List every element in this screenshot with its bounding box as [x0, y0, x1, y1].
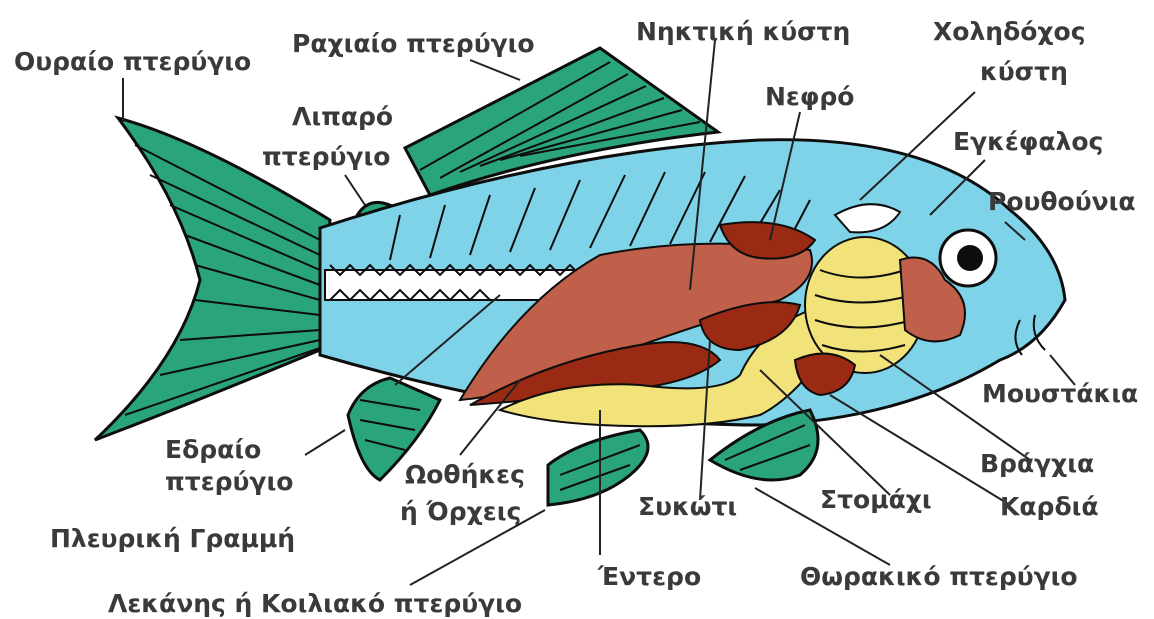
label-pelvic-fin: Λεκάνης ή Κοιλιακό πτερύγιο: [108, 589, 522, 618]
label-brain: Εγκέφαλος: [953, 127, 1103, 156]
label-barbels: Μουστάκια: [982, 379, 1138, 408]
label-adipose-fin-line2: πτερύγιο: [262, 142, 390, 171]
label-dorsal-fin: Ραχιαίο πτερύγιο: [292, 29, 535, 58]
label-anal-fin-line2: πτερύγιο: [165, 467, 293, 496]
pelvic-fin: [548, 430, 648, 505]
label-intestine: Έντερο: [597, 562, 701, 591]
label-nostrils: Ρουθούνια: [988, 187, 1136, 216]
label-anal-fin-line1: Εδραίο: [165, 435, 261, 464]
label-gonads-line1: Ωοθήκες: [405, 460, 525, 489]
label-swim-bladder: Νηκτική κύστη: [636, 17, 850, 46]
label-heart: Καρδιά: [1000, 492, 1099, 521]
label-pectoral-fin: Θωρακικό πτερύγιο: [800, 562, 1078, 591]
label-lateral-line: Πλευρική Γραμμή: [50, 524, 295, 553]
label-caudal-fin: Ουραίο πτερύγιο: [14, 47, 251, 76]
label-adipose-fin-line1: Λιπαρό: [292, 102, 393, 131]
label-kidney: Νεφρό: [765, 82, 854, 111]
label-liver: Συκώτι: [638, 492, 737, 521]
eye-pupil: [957, 245, 983, 271]
label-gonads-line2: ή Όρχεις: [400, 497, 521, 526]
label-gall-bladder-line2: κύστη: [980, 57, 1068, 86]
label-stomach: Στομάχι: [820, 485, 932, 514]
label-gills: Βράγχια: [980, 449, 1094, 478]
label-gall-bladder-line1: Χοληδόχος: [933, 17, 1086, 46]
